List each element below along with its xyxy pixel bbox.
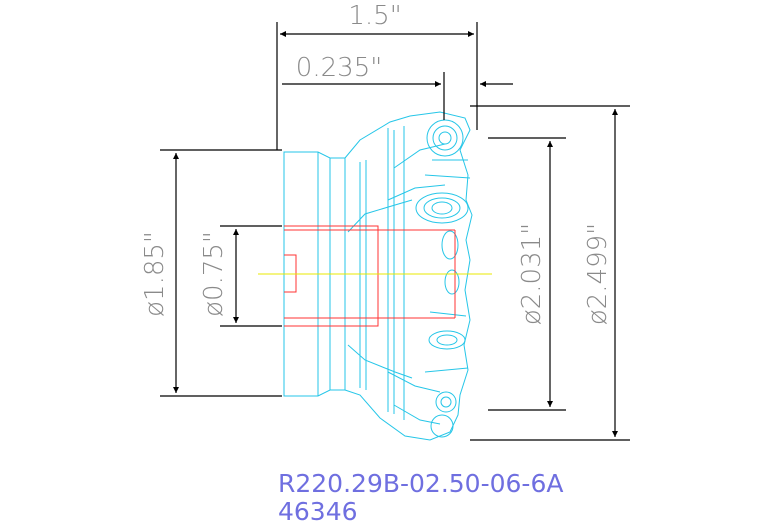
dimension-lines [160,22,630,441]
bore-outline [284,225,456,327]
part-code: R220.29B-02.50-06-6A [278,469,563,498]
dim-bore-diameter: ø0.75" [199,231,229,317]
dim-shank-diameter: ø1.85" [140,231,170,317]
dim-insert-offset: 0.235" [296,53,382,83]
dim-outer-cut-diameter: ø2.499" [583,223,613,325]
dim-inner-cut-diameter: ø2.031" [517,223,547,325]
part-number: 46346 [278,497,358,523]
dim-overall-length: 1.5" [348,1,401,31]
cutter-body [283,111,473,441]
